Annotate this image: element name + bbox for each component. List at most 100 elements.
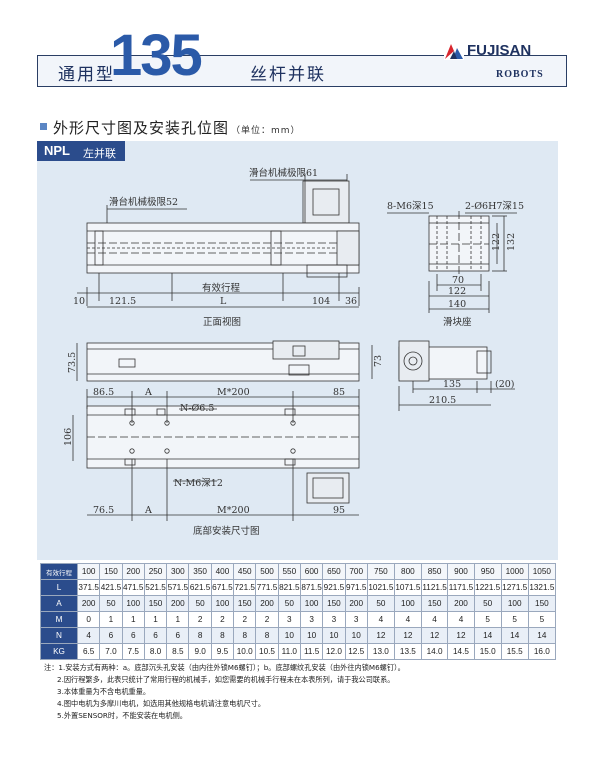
dim-bolt-holes: 8-M6深15 bbox=[387, 201, 434, 212]
variant-code: NPL bbox=[44, 143, 70, 158]
front-view-caption: 正面视图 bbox=[203, 316, 241, 328]
table-cell: 1121.5 bbox=[420, 579, 449, 596]
table-header-cell: 650 bbox=[322, 563, 346, 580]
table-cell: 15.0 bbox=[473, 643, 502, 660]
dim-135: 135 bbox=[443, 379, 461, 390]
dim-A-top: A bbox=[144, 387, 152, 398]
brand-sub: ROBOTS bbox=[496, 69, 544, 80]
table-cell: 12 bbox=[447, 627, 475, 644]
table-cell: 200 bbox=[344, 595, 368, 612]
table-cell: 5 bbox=[473, 611, 502, 628]
note-3: 3.本体重量为不含电机重量。 bbox=[57, 687, 151, 696]
table-cell: 50 bbox=[99, 595, 123, 612]
dim-n-phi: N-Ø6.5 bbox=[180, 403, 214, 414]
table-header-cell: 750 bbox=[366, 563, 395, 580]
table-cell: 4 bbox=[76, 627, 101, 644]
table-header-cell: 550 bbox=[277, 563, 301, 580]
front-view bbox=[77, 174, 360, 308]
table-cell: 371.5 bbox=[76, 579, 101, 596]
table-header-cell: 450 bbox=[233, 563, 257, 580]
table-cell: 10 bbox=[277, 627, 301, 644]
variant-tag bbox=[37, 141, 125, 161]
table-row-label: A bbox=[40, 595, 78, 612]
dim-n-m6: N-M6深12 bbox=[174, 478, 223, 489]
table-cell: 100 bbox=[393, 595, 422, 612]
dim-122-vert: 122 bbox=[491, 233, 502, 251]
dim-M200-top: M*200 bbox=[217, 387, 250, 398]
table-cell: 150 bbox=[322, 595, 346, 612]
table-cell: 200 bbox=[76, 595, 101, 612]
dim-limit-left: 滑台机械极限52 bbox=[109, 196, 178, 208]
table-cell: 100 bbox=[500, 595, 529, 612]
table-header-cell: 800 bbox=[393, 563, 422, 580]
dim-140: 140 bbox=[448, 299, 466, 310]
table-cell: 871.5 bbox=[299, 579, 324, 596]
table-cell: 9.0 bbox=[188, 643, 212, 660]
table-cell: 10.0 bbox=[233, 643, 257, 660]
table-cell: 10 bbox=[322, 627, 346, 644]
slide-seat-view bbox=[387, 211, 517, 313]
table-cell: 521.5 bbox=[143, 579, 168, 596]
table-cell: 1 bbox=[99, 611, 123, 628]
table-cell: 12 bbox=[366, 627, 395, 644]
section-unit: （单位：mm） bbox=[231, 126, 301, 136]
dim-73: 73 bbox=[373, 355, 384, 367]
table-cell: 13.5 bbox=[393, 643, 422, 660]
table-cell: 4 bbox=[393, 611, 422, 628]
table-cell: 5 bbox=[500, 611, 529, 628]
table-header-cell: 1050 bbox=[527, 563, 557, 580]
table-cell: 3 bbox=[322, 611, 346, 628]
table-cell: 921.5 bbox=[322, 579, 346, 596]
table-cell: 100 bbox=[210, 595, 235, 612]
table-header-cell: 250 bbox=[143, 563, 168, 580]
table-cell: 12 bbox=[393, 627, 422, 644]
table-cell: 721.5 bbox=[233, 579, 257, 596]
table-cell: 150 bbox=[420, 595, 449, 612]
table-header-cell: 350 bbox=[188, 563, 212, 580]
table-cell: 50 bbox=[366, 595, 395, 612]
table-cell: 6 bbox=[121, 627, 145, 644]
table-header-cell: 850 bbox=[420, 563, 449, 580]
table-cell: 1 bbox=[166, 611, 190, 628]
model-number: 135 bbox=[110, 23, 203, 88]
table-cell: 1071.5 bbox=[393, 579, 422, 596]
bottom-view bbox=[72, 389, 360, 521]
table-cell: 8 bbox=[210, 627, 235, 644]
table-row-label: L bbox=[40, 579, 78, 596]
table-cell: 11.0 bbox=[277, 643, 301, 660]
dim-76-5: 76.5 bbox=[93, 505, 114, 516]
table-cell: 4 bbox=[420, 611, 449, 628]
table-cell: 100 bbox=[121, 595, 145, 612]
table-header-cell: 500 bbox=[255, 563, 279, 580]
dim-70: 70 bbox=[452, 275, 464, 286]
table-cell: 11.5 bbox=[299, 643, 324, 660]
dim-pin-holes: 2-Ø6H7深15 bbox=[465, 201, 524, 212]
table-cell: 4 bbox=[447, 611, 475, 628]
table-cell: 7.5 bbox=[121, 643, 145, 660]
table-cell: 8.5 bbox=[166, 643, 190, 660]
table-cell: 7.0 bbox=[99, 643, 123, 660]
table-cell: 50 bbox=[188, 595, 212, 612]
table-cell: 1021.5 bbox=[366, 579, 395, 596]
table-header-cell: 950 bbox=[473, 563, 502, 580]
dim-stroke: 有效行程 bbox=[202, 282, 241, 294]
table-cell: 671.5 bbox=[210, 579, 235, 596]
dim-L: L bbox=[220, 296, 227, 307]
table-cell: 2 bbox=[233, 611, 257, 628]
table-cell: 421.5 bbox=[99, 579, 123, 596]
table-header-cell: 200 bbox=[121, 563, 145, 580]
table-cell: 821.5 bbox=[277, 579, 301, 596]
table-cell: 8 bbox=[255, 627, 279, 644]
dim-106: 106 bbox=[63, 428, 74, 446]
fujisan-logo-icon bbox=[444, 42, 464, 60]
table-cell: 4 bbox=[366, 611, 395, 628]
table-cell: 50 bbox=[277, 595, 301, 612]
table-header-cell: 700 bbox=[344, 563, 368, 580]
table-header-cell: 400 bbox=[210, 563, 235, 580]
table-cell: 1 bbox=[121, 611, 145, 628]
table-cell: 1321.5 bbox=[527, 579, 557, 596]
